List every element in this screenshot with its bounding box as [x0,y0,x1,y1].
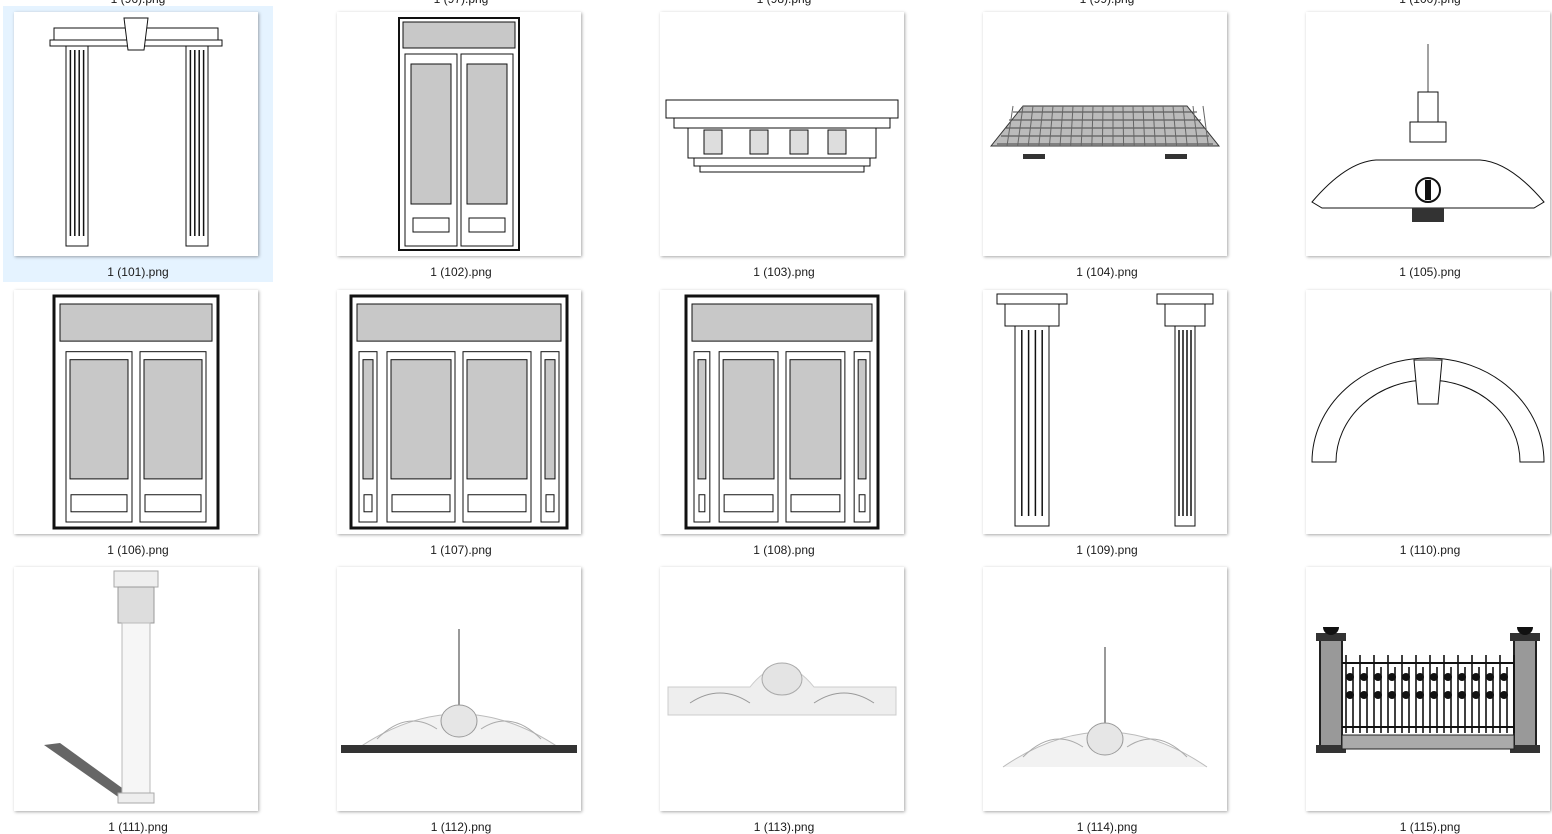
file-thumbnail[interactable] [983,12,1227,256]
file-thumbnail[interactable] [660,567,904,811]
file-thumbnail[interactable] [1306,290,1550,534]
file-name[interactable]: 1 (101).png [107,265,169,279]
file-name[interactable]: 1 (112).png [430,820,492,834]
file-name[interactable]: 1 (110).png [1399,543,1461,557]
thumbnail-image [52,294,220,530]
thumbnail-image [341,629,577,753]
thumbnail-image [1311,44,1545,222]
file-item[interactable]: 1 (109).png [969,278,1292,557]
thumbnail-image [1311,357,1545,463]
file-label-cutoff[interactable]: 1 (97).png [323,0,599,6]
thumbnail-image [349,294,569,530]
file-name[interactable]: 1 (103).png [753,265,815,279]
file-name[interactable]: 1 (102).png [430,265,492,279]
file-item[interactable]: 1 (115).png [1292,555,1552,834]
thumbnail-image [684,294,880,530]
file-item[interactable]: 1 (110).png [1292,278,1552,557]
file-label-cutoff[interactable]: 1 (100).png [1292,0,1552,6]
file-item[interactable]: 1 (104).png [969,0,1292,279]
file-thumbnail[interactable] [1306,12,1550,256]
file-name[interactable]: 1 (114).png [1076,820,1138,834]
file-item[interactable]: 1 (102).png [323,0,646,279]
file-thumbnail[interactable] [660,12,904,256]
file-thumbnail[interactable] [983,567,1227,811]
file-thumbnail[interactable] [337,567,581,811]
thumbnail-image [1316,627,1540,753]
file-thumbnail[interactable] [337,12,581,256]
file-thumbnail[interactable] [660,290,904,534]
thumbnail-image [1002,647,1208,768]
file-label-cutoff[interactable]: 1 (99).png [969,0,1245,6]
file-item[interactable]: 1 (107).png [323,278,646,557]
file-item[interactable]: 1 (111).png [0,555,323,834]
file-name[interactable]: 1 (115).png [1399,820,1461,834]
file-name[interactable]: 1 (105).png [1399,265,1461,279]
file-thumbnail[interactable] [337,290,581,534]
file-thumbnail[interactable] [14,12,258,256]
file-item[interactable]: 1 (108).png [646,278,969,557]
thumbnail-image [989,105,1221,159]
file-name[interactable]: 1 (106).png [107,543,169,557]
file-thumbnail[interactable] [1306,567,1550,811]
file-item[interactable]: 1 (101).png [0,0,323,282]
file-name[interactable]: 1 (109).png [1076,543,1138,557]
file-name[interactable]: 1 (111).png [108,820,168,834]
file-name[interactable]: 1 (113).png [753,820,815,834]
file-item[interactable]: 1 (103).png [646,0,969,279]
file-name[interactable]: 1 (108).png [753,543,815,557]
file-label-cutoff[interactable]: 1 (98).png [646,0,922,6]
thumbnail-image [398,17,520,251]
file-item[interactable]: 1 (113).png [646,555,969,834]
thumbnail-image [665,99,899,173]
thumbnail-image [44,570,159,804]
thumbnail-image [667,662,897,716]
file-thumbnail[interactable] [14,567,258,811]
file-item[interactable]: 1 (112).png [323,555,646,834]
file-label-cutoff[interactable]: 1 (96).png [0,0,276,6]
file-item[interactable]: 1 (114).png [969,555,1292,834]
file-thumbnail[interactable] [14,290,258,534]
file-item[interactable]: 1 (106).png [0,278,323,557]
file-thumbnail[interactable] [983,290,1227,534]
thumbnail-image [996,293,1214,527]
file-item[interactable]: 1 (105).png [1292,0,1552,279]
file-name[interactable]: 1 (107).png [430,543,492,557]
file-name[interactable]: 1 (104).png [1076,265,1138,279]
thumbnail-image [49,17,223,247]
